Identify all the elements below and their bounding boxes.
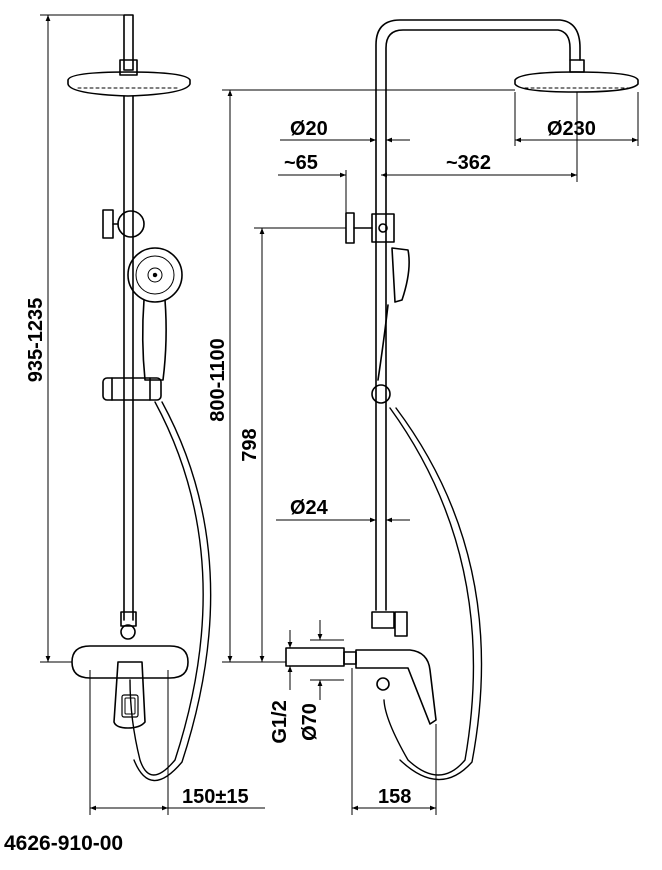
dim-valve-offset: ~65 <box>284 152 318 174</box>
side-wall-flange <box>285 647 345 667</box>
part-number: 4626-910-00 <box>4 832 124 855</box>
front-hose <box>129 401 204 776</box>
side-diverter-knob <box>345 212 355 244</box>
front-mixer-lever <box>113 661 146 729</box>
dim-center-distance: 150±15 <box>182 786 249 808</box>
side-mixer-body <box>355 649 437 725</box>
dim-arm-reach: ~362 <box>446 152 491 174</box>
front-hand-shower-head <box>127 247 183 303</box>
dim-pipe-bottom-diameter: Ø24 <box>290 497 329 519</box>
dim-head-height: 800-1100 <box>207 338 229 421</box>
side-lower-valve <box>394 611 408 637</box>
side-hose <box>383 407 475 776</box>
front-diverter-handle <box>102 209 114 239</box>
dim-pipe-top-diameter: Ø20 <box>290 118 328 140</box>
front-head-connector <box>119 59 138 76</box>
front-slider-bracket <box>102 377 162 401</box>
front-hand-shower-handle <box>141 299 167 381</box>
front-shower-head <box>67 71 191 97</box>
front-view <box>67 14 212 782</box>
dim-head-diameter: Ø230 <box>547 118 596 140</box>
front-diverter-knob <box>117 210 145 238</box>
front-top-pipe <box>123 14 134 71</box>
dim-slider-height: 798 <box>239 428 261 461</box>
side-gooseneck-arm <box>375 19 581 611</box>
dim-total-height: 935-1235 <box>25 298 47 383</box>
side-shower-head <box>514 71 639 93</box>
dim-flange-diameter: Ø70 <box>299 703 321 741</box>
side-hand-shower-head <box>391 247 410 303</box>
dim-projection: 158 <box>378 786 411 808</box>
dim-inlet-thread: G1/2 <box>269 700 291 743</box>
side-slider-ball <box>371 384 391 404</box>
front-mixer-body <box>71 645 189 679</box>
